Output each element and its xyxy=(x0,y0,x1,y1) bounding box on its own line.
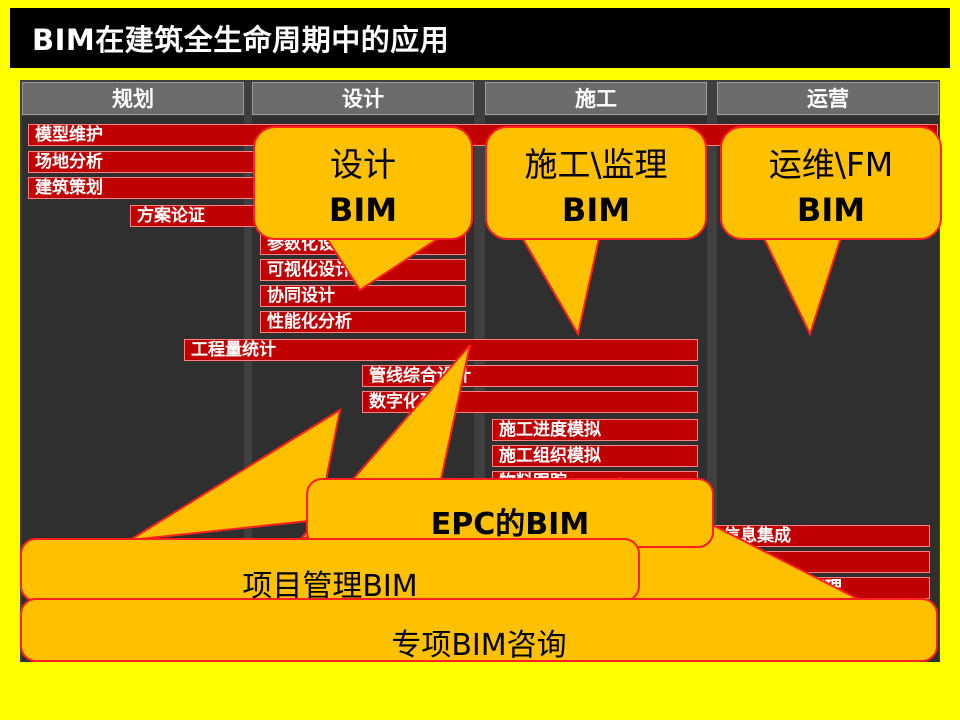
operation-callout-tail xyxy=(760,233,844,337)
design-callout-line2: BIM xyxy=(328,191,398,229)
construction-callout-line1: 施工\监理 xyxy=(524,145,668,184)
bar-building-planning: 建筑策划 xyxy=(28,177,268,199)
construction-callout-tail xyxy=(518,233,602,337)
epc-bim-band: EPC的BIM xyxy=(306,478,714,548)
column-header-design: 设计 xyxy=(252,82,474,115)
construction-bim-callout: 施工\监理 BIM xyxy=(485,126,707,240)
design-bim-callout: 设计 BIM xyxy=(253,126,473,240)
bar-scheme-demo: 方案论证 xyxy=(130,205,270,227)
construction-callout-line2: BIM xyxy=(561,191,631,229)
operation-callout-line2: BIM xyxy=(796,191,866,229)
column-header-operation: 运营 xyxy=(717,82,939,115)
bar-schedule-sim: 施工进度模拟 xyxy=(492,419,698,441)
column-header-planning: 规划 xyxy=(22,82,244,115)
title-bar: BIM在建筑全生命周期中的应用 xyxy=(10,8,950,68)
bar-quantity-stats: 工程量统计 xyxy=(184,339,698,361)
consulting-bim-band: 专项BIM咨询 xyxy=(20,598,938,663)
project-mgmt-bim-band: 项目管理BIM xyxy=(20,538,640,604)
project-mgmt-tail xyxy=(129,407,342,541)
column-header-construction: 施工 xyxy=(485,82,707,115)
design-callout-line1: 设计 xyxy=(330,145,396,184)
operation-callout-line1: 运维\FM xyxy=(768,145,894,184)
page-title: BIM在建筑全生命周期中的应用 xyxy=(32,23,450,57)
operation-bim-callout: 运维\FM BIM xyxy=(720,126,942,240)
bar-site-analysis: 场地分析 xyxy=(28,151,268,173)
bar-collab-design: 协同设计 xyxy=(260,285,466,307)
bar-performance-analysis: 性能化分析 xyxy=(260,311,466,333)
bar-org-sim: 施工组织模拟 xyxy=(492,445,698,467)
